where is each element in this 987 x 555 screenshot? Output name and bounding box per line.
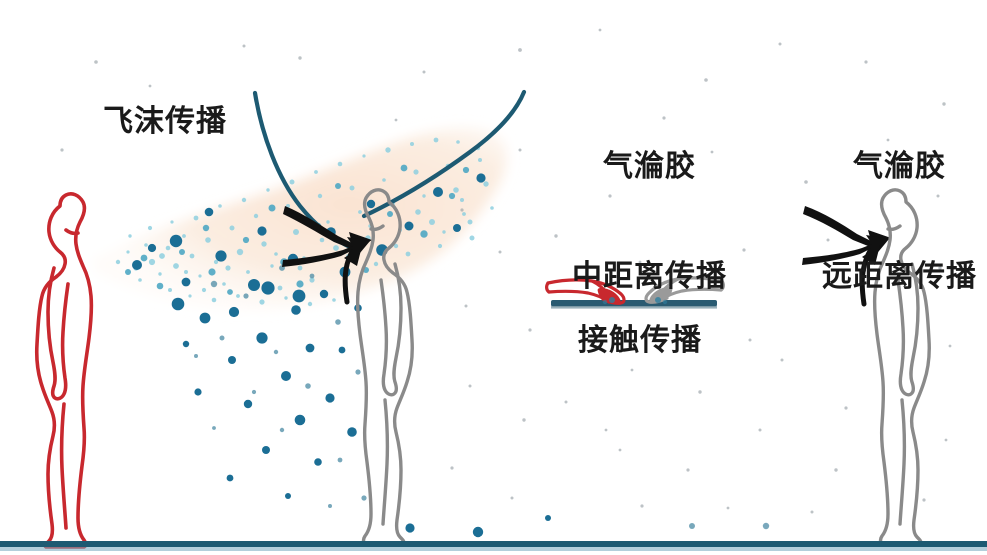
contact-surface-bar: [551, 300, 717, 307]
label-droplet-transmission: 飞沫传播: [103, 105, 227, 138]
contact-transmission-illustration: [545, 276, 725, 309]
label-contact-transmission: 接触传播: [578, 324, 702, 357]
droplet-particles: [115, 137, 494, 307]
far-inhalation-arrows: [802, 206, 891, 307]
label-aerosol-long-line2: 远距离传播: [822, 259, 977, 293]
label-aerosol-medium-distance: 气溣胶 中距离传播: [572, 76, 727, 369]
settling-droplets: [171, 265, 770, 538]
ambient-aerosol-dots: [60, 28, 952, 514]
floor-line: [0, 541, 987, 551]
label-aerosol-long-line1: 气溣胶: [853, 150, 946, 184]
near-inhalation-arrows: [282, 206, 372, 305]
label-aerosol-medium-line2: 中距离传播: [572, 259, 727, 293]
label-aerosol-long-distance: 气溣胶 远距离传播: [822, 76, 977, 369]
label-aerosol-medium-line1: 气溣胶: [603, 150, 696, 184]
figure-source-person: [34, 192, 94, 549]
